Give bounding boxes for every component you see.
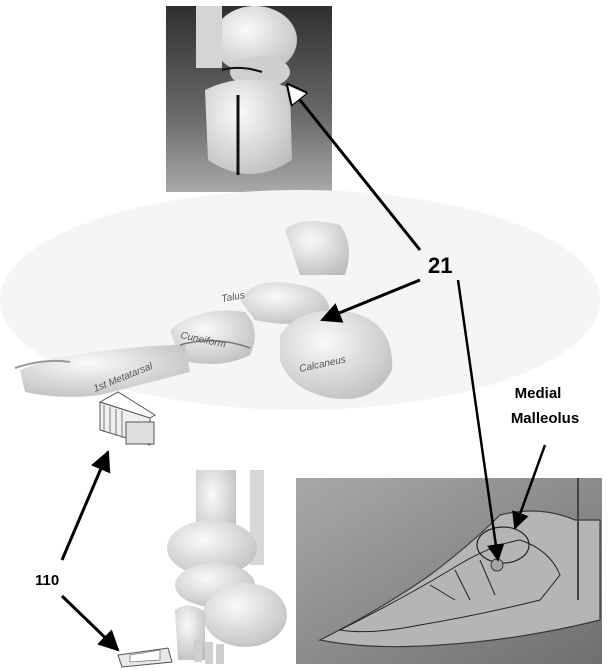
label-medial: Medial <box>515 385 562 402</box>
label-110: 110 <box>35 572 59 589</box>
ankle-skeleton-anterior <box>118 470 287 667</box>
calcaneus-anterior <box>203 583 287 647</box>
bottom-photo-panel <box>296 478 602 664</box>
foot-skeleton-medial: Talus Calcaneus Cuneiform 1st Metatarsal <box>0 190 600 445</box>
wedge-insert-lower <box>118 648 172 667</box>
arrow-110-to-lower-wedge <box>62 596 118 650</box>
metatarsal-3 <box>205 642 213 664</box>
label-21: 21 <box>428 253 452 278</box>
calcaneus-bone-top <box>205 79 292 174</box>
metatarsal-4 <box>216 644 224 664</box>
wedge-insert-upper <box>100 392 155 445</box>
talus-landmark-dot <box>491 559 503 571</box>
metatarsal-2 <box>194 640 202 662</box>
top-photo-panel <box>166 6 332 192</box>
arrow-110-to-upper-wedge <box>62 452 108 560</box>
fibula-bone <box>196 6 222 68</box>
label-malleolus: Malleolus <box>511 410 579 427</box>
